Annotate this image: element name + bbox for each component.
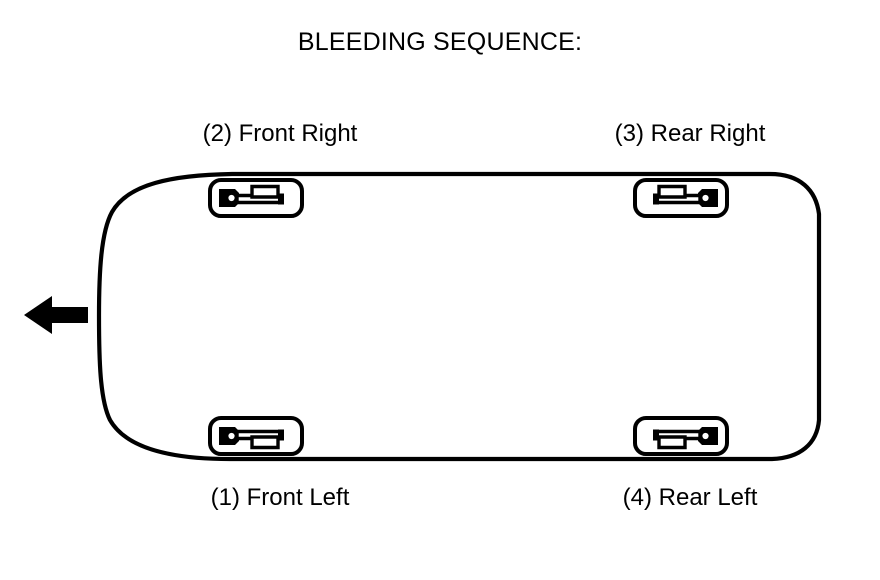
caliper-rear-right[interactable]	[633, 178, 729, 218]
label-front-right: (2) Front Right	[202, 120, 358, 147]
front-direction-arrow	[24, 296, 88, 334]
label-front-left: (1) Front Left	[210, 484, 350, 511]
label-rear-left: (4) Rear Left	[622, 484, 758, 511]
page-title: BLEEDING SEQUENCE:	[297, 28, 583, 56]
label-rear-right: (3) Rear Right	[614, 120, 766, 147]
vehicle-body-outline	[96, 171, 822, 462]
caliper-front-left[interactable]	[208, 416, 304, 456]
caliper-front-right[interactable]	[208, 178, 304, 218]
caliper-rear-left[interactable]	[633, 416, 729, 456]
